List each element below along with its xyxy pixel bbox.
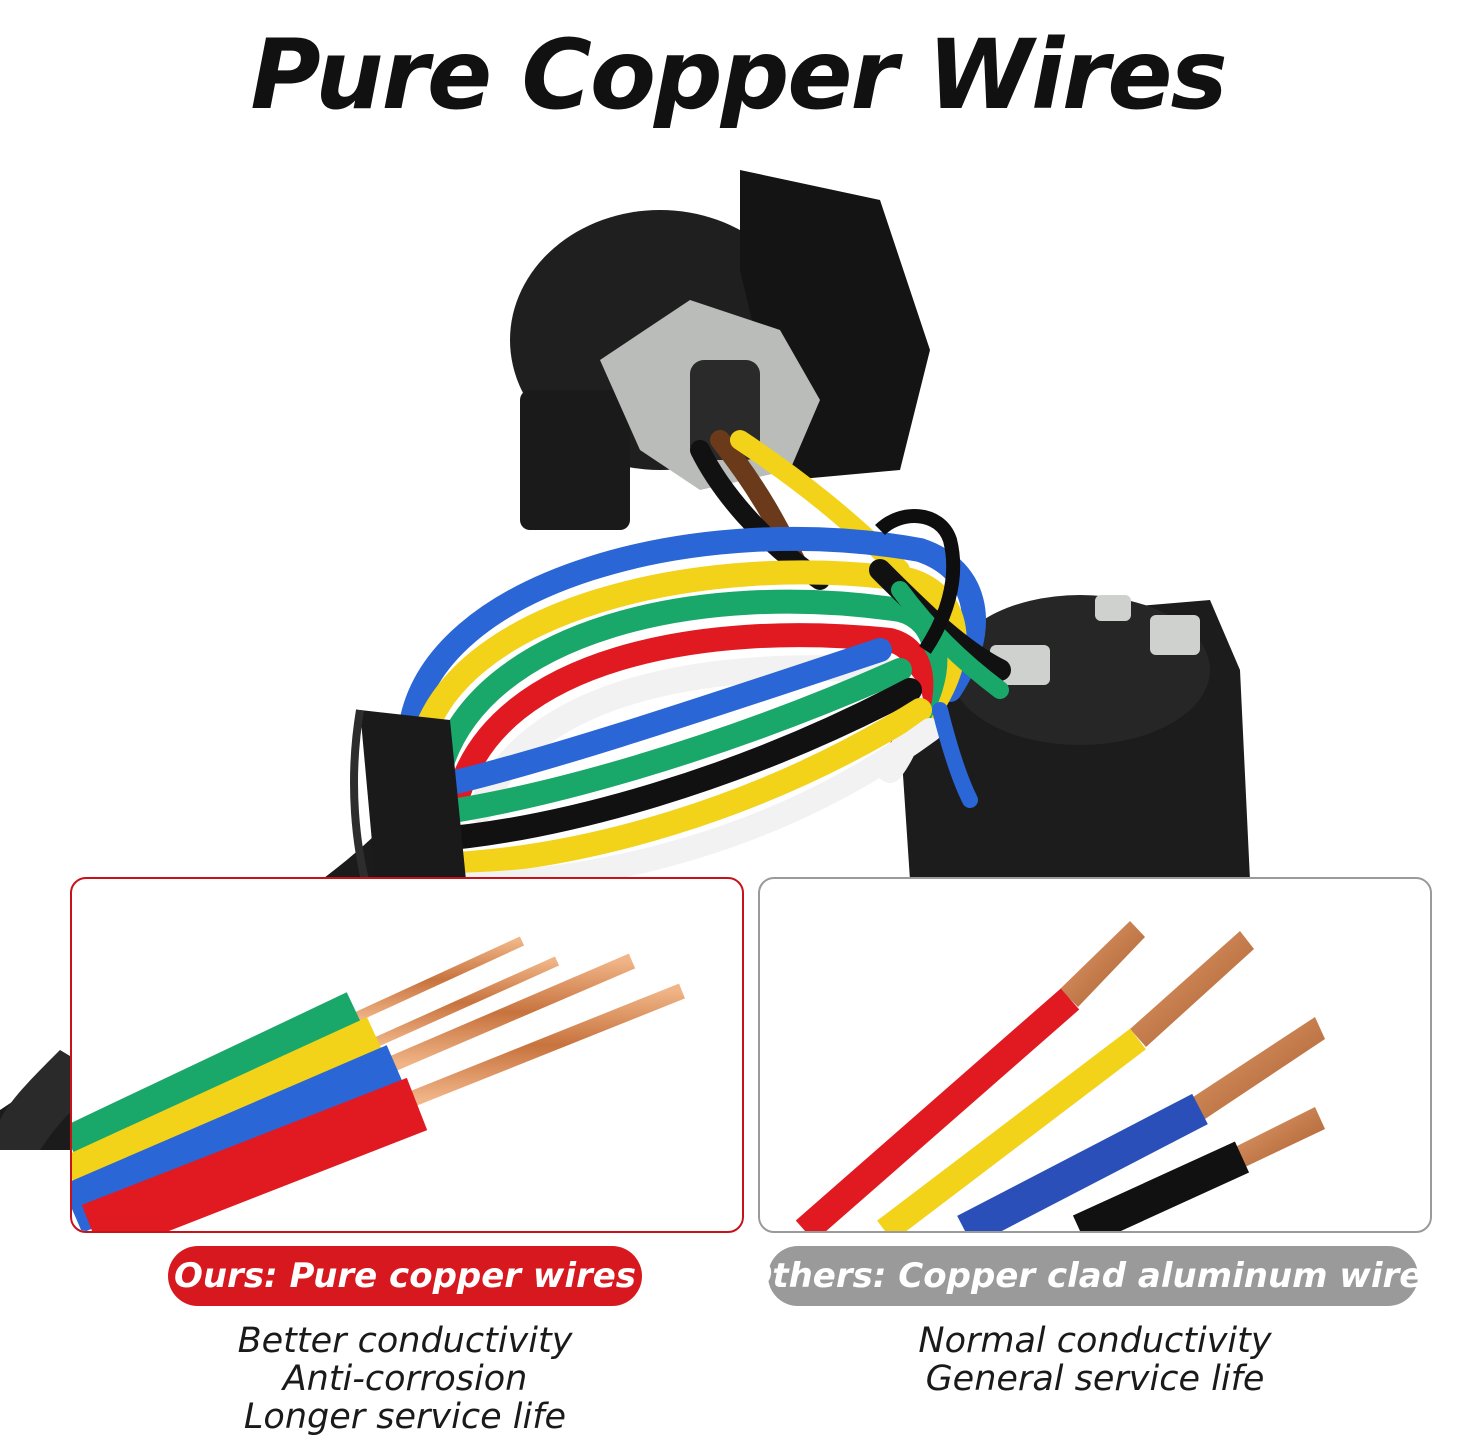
others-features: Normal conductivity General service life — [870, 1322, 1320, 1398]
copper-clad-aluminum-wires-image — [758, 877, 1432, 1233]
product-image — [0, 150, 1476, 1150]
ours-feature-service-life: Longer service life — [243, 1397, 567, 1437]
ours-feature-corrosion: Anti-corrosion — [282, 1359, 528, 1399]
others-label: Others: Copper clad aluminum wires — [743, 1246, 1443, 1306]
others-feature-conductivity: Normal conductivity — [918, 1321, 1272, 1361]
others-feature-service-life: General service life — [925, 1359, 1265, 1399]
ours-features: Better conductivity Anti-corrosion Longe… — [180, 1322, 630, 1436]
ours-feature-conductivity: Better conductivity — [237, 1321, 573, 1361]
page-title: Pure Copper Wires — [250, 19, 1227, 131]
ours-label: Ours: Pure copper wires — [168, 1246, 642, 1306]
pure-copper-wires-image — [70, 877, 744, 1233]
